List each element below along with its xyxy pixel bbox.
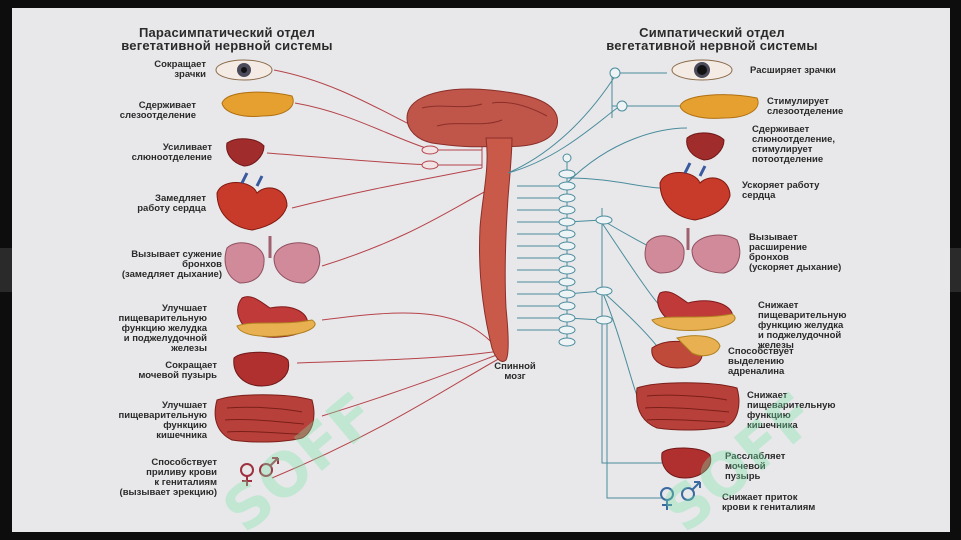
para-label-tears: Сдерживает слезоотделение [119,100,196,121]
left-gender-symbols-icon [240,457,279,486]
symp-label-saliva: Сдерживает слюноотделение, стимулирует п… [752,124,836,165]
sympathetic-ganglia [558,67,628,347]
right-salivary-gland-icon [686,132,725,161]
symp-label-intestine: Снижает пищеварительную функцию кишечник… [747,390,836,431]
left-lungs-icon [224,236,321,284]
brain [406,88,558,148]
right-intestine-icon [636,382,740,431]
spinal-cord [479,137,513,362]
right-lacrimal-gland-icon [679,94,759,119]
left-salivary-gland-icon [226,138,265,167]
symp-label-stomach: Снижает пищеварительную функцию желудка … [758,300,847,351]
symp-label-genitals: Снижает приток крови к гениталиям [722,492,816,513]
right-gender-symbols-icon [660,481,701,510]
left-intestine-icon [214,394,315,443]
diagram-panel: Парасимпатический отдел вегетативной нер… [12,8,950,532]
right-eye-icon [671,59,733,81]
symp-label-tears: Стимулирует слезоотделение [767,96,844,117]
right-organs [636,59,759,510]
para-label-genitals: Способствует приливу крови к гениталиям … [119,457,217,498]
para-label-intestine: Улучшает пищеварительную функцию кишечни… [118,400,207,441]
para-label-bladder: Сокращает мочевой пузырь [138,360,217,381]
nervous-system-diagram [214,59,759,510]
left-lacrimal-gland-icon [221,91,294,117]
para-label-heart: Замедляет работу сердца [137,193,206,214]
left-eye-icon [215,59,273,81]
symp-label-heart: Ускоряет работу сердца [742,180,820,201]
left-stomach-icon [236,296,316,338]
left-bladder-icon [233,351,290,387]
spinal-cord-label: Спинной мозг [494,361,536,382]
right-bladder-icon [661,447,712,479]
para-label-stomach: Улучшает пищеварительную функцию желудка… [118,303,207,354]
para-label-bronchi: Вызывает сужение бронхов (замедляет дыха… [121,249,222,280]
left-organs [214,59,321,486]
symp-label-pupils: Расширяет зрачки [750,65,836,76]
right-lungs-icon [644,228,741,274]
para-label-pupils: Сокращает зрачки [154,59,206,80]
right-heart-icon [659,162,731,221]
right-adrenal-gland-icon [651,335,721,369]
symp-label-bronchi: Вызывает расширение бронхов (ускоряет ды… [749,232,842,273]
symp-label-bladder: Расслабляет мочевой пузырь [725,451,786,482]
sympathetic-title: Симпатический отдел вегетативной нервной… [606,25,818,53]
parasympathetic-title: Парасимпатический отдел вегетативной нер… [121,25,333,53]
parasympathetic-nerves [266,69,505,479]
right-stomach-icon [651,291,736,331]
para-label-saliva: Усиливает слюноотделение [131,142,212,163]
symp-label-adrenaline: Способствует выделению адреналина [728,346,794,377]
left-heart-icon [216,172,288,231]
